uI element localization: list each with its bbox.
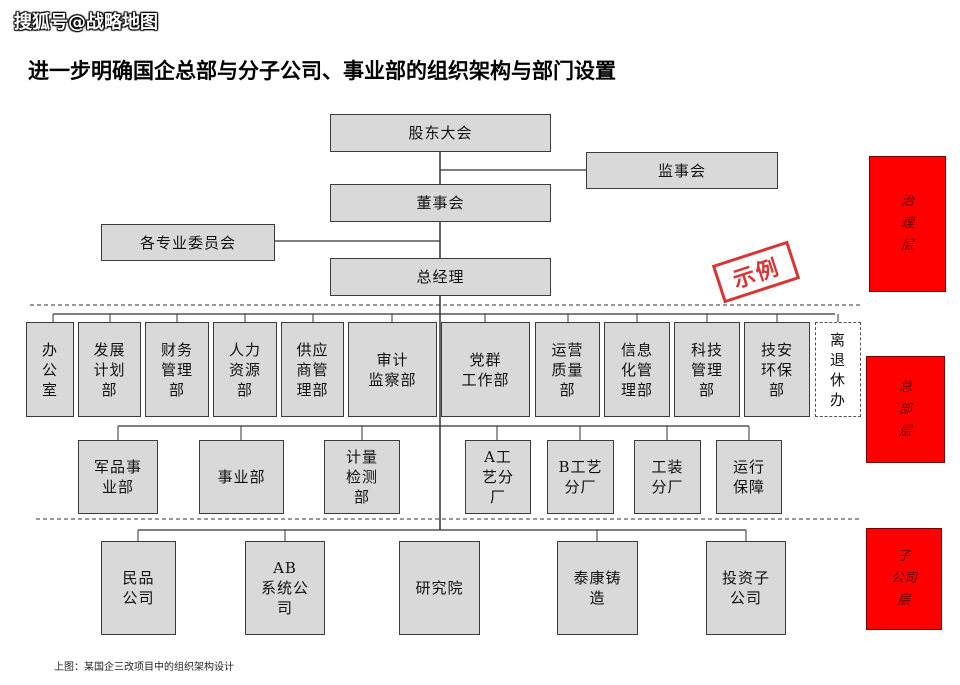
page-title: 进一步明确国企总部与分子公司、事业部的组织架构与部门设置 (28, 59, 616, 83)
node-supervisory: 监事会 (586, 152, 778, 189)
node-label: 总经理 (416, 268, 465, 286)
dept-label: 技安 环保 部 (760, 340, 793, 399)
subsidiary-label: 投资子 公司 (721, 569, 770, 607)
layer-label: 治 理 层 (900, 194, 914, 253)
layer-subsidiary: 子 公司 层 (866, 528, 942, 630)
unit-box: 工装 分厂 (634, 440, 701, 514)
dept-label: 信息 化管 理部 (620, 340, 653, 399)
unit-label: 事业部 (217, 468, 266, 486)
dept-label: 财务 管理 部 (160, 340, 193, 399)
layer-governance: 治 理 层 (869, 156, 946, 292)
figure-caption: 上图：某国企三改项目中的组织架构设计 (54, 662, 234, 673)
unit-box: 事业部 (199, 440, 284, 514)
dept-box: 信息 化管 理部 (604, 322, 670, 417)
dept-box: 发展 计划 部 (78, 322, 141, 417)
dept-box: 人力 资源 部 (213, 322, 277, 417)
unit-label: 军品事 业部 (93, 458, 142, 496)
subsidiary-box: 泰康铸 造 (557, 541, 638, 635)
subsidiary-label: 泰康铸 造 (573, 569, 622, 607)
subsidiary-box: 民品 公司 (101, 541, 176, 635)
unit-label: 工装 分厂 (651, 458, 684, 496)
dept-box: 党群 工作部 (441, 322, 530, 417)
dept-box: 办 公 室 (26, 322, 74, 417)
dept-label: 供应 商管 理部 (296, 340, 329, 399)
dept-label: 党群 工作部 (461, 350, 510, 389)
unit-box: 军品事 业部 (78, 440, 158, 514)
unit-box: A工 艺分 厂 (465, 440, 531, 514)
unit-label: 运行 保障 (732, 458, 765, 496)
subsidiary-box: AB 系统公 司 (245, 541, 325, 635)
unit-box: B工艺 分厂 (547, 440, 614, 514)
node-label: 监事会 (657, 161, 706, 180)
dept-box: 供应 商管 理部 (281, 322, 344, 417)
node-shareholders: 股东大会 (330, 114, 551, 152)
dept-label: 发展 计划 部 (93, 340, 126, 399)
watermark-text: 搜狐号@战略地图 (14, 12, 158, 33)
node-label: 董事会 (416, 194, 465, 212)
dept-label: 办 公 室 (41, 340, 58, 399)
subsidiary-label: AB 系统公 司 (260, 559, 309, 617)
dept-box: 运营 质量 部 (535, 322, 600, 417)
unit-box: 运行 保障 (716, 440, 782, 514)
dept-box: 财务 管理 部 (145, 322, 209, 417)
dept-box: 技安 环保 部 (744, 322, 810, 417)
unit-label: B工艺 分厂 (558, 458, 603, 496)
node-label: 股东大会 (408, 124, 473, 142)
dept-label: 离 退 休 办 (829, 330, 846, 409)
node-label: 各专业委员会 (139, 233, 236, 252)
node-board: 董事会 (330, 184, 551, 222)
unit-label: 计量 检测 部 (345, 448, 378, 506)
subsidiary-label: 研究院 (415, 579, 464, 597)
layer-label: 子 公司 层 (890, 549, 917, 608)
node-committees: 各专业委员会 (101, 224, 275, 261)
layer-hq: 总 部 层 (866, 356, 945, 463)
subsidiary-box: 投资子 公司 (706, 541, 786, 635)
subsidiary-label: 民品 公司 (122, 569, 155, 607)
dept-box-retiree: 离 退 休 办 (815, 322, 861, 417)
unit-box: 计量 检测 部 (324, 440, 400, 514)
layer-label: 总 部 层 (898, 379, 912, 439)
dept-label: 审计 监察部 (368, 350, 417, 389)
dept-label: 科技 管理 部 (690, 340, 723, 399)
dept-label: 人力 资源 部 (228, 340, 261, 399)
node-gm: 总经理 (330, 258, 551, 296)
unit-label: A工 艺分 厂 (481, 448, 514, 506)
subsidiary-box: 研究院 (399, 541, 480, 635)
dept-label: 运营 质量 部 (551, 340, 584, 399)
dept-box: 审计 监察部 (348, 322, 437, 417)
dept-box: 科技 管理 部 (674, 322, 740, 417)
